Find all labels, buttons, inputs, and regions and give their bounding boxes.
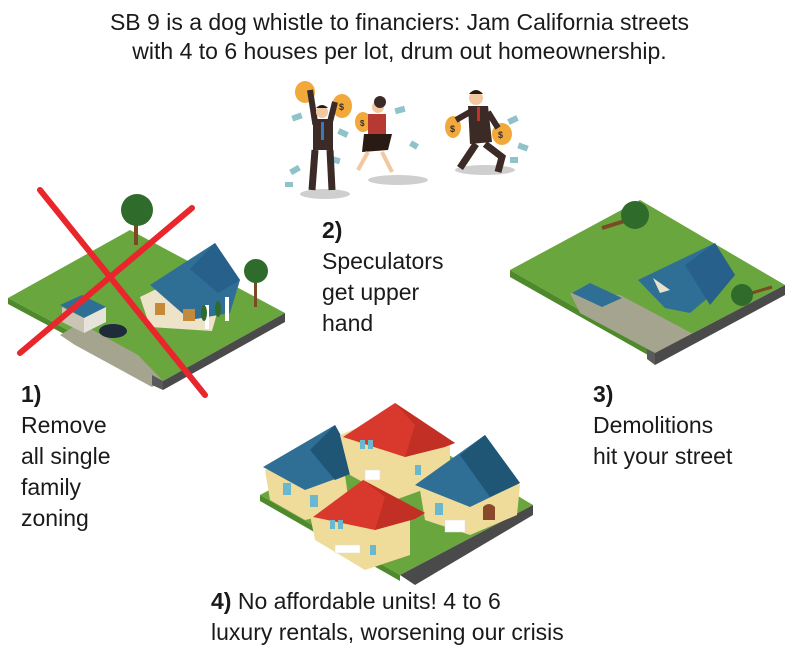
step-1-line-1: Remove [21, 412, 107, 438]
tree-icon [244, 259, 268, 307]
step-4-line-1: No affordable units! 4 to 6 [237, 588, 501, 614]
step-1-number: 1) [21, 381, 42, 407]
demolished-lot-illustration [510, 200, 785, 365]
step-2-line-2: get upper [322, 279, 420, 305]
speculator-man-2: $ $ [445, 90, 512, 173]
svg-text:$: $ [339, 102, 344, 112]
step-3-number: 3) [593, 381, 614, 407]
headline-line-2: with 4 to 6 houses per lot, drum out hom… [132, 38, 667, 64]
four-luxury-houses-illustration [260, 403, 533, 585]
svg-text:$: $ [450, 124, 455, 134]
fence-icon [444, 519, 466, 533]
step-2-line-3: hand [322, 310, 374, 336]
fence-icon [364, 469, 381, 481]
step-1-caption: 1) Remove all single family zoning [21, 379, 111, 534]
step-3-caption: 3) Demolitions hit your street [593, 379, 732, 472]
step-1-line-2: all single [21, 443, 111, 469]
speculator-woman: $ $ [355, 96, 394, 173]
step-4-number: 4) [211, 588, 232, 614]
step-4-line-2: luxury rentals, worsening our crisis [211, 619, 564, 645]
step-2-number: 2) [322, 217, 343, 243]
step-1-line-3: family [21, 474, 82, 500]
tree-icon [731, 284, 773, 306]
tree-icon [121, 194, 153, 245]
headline-line-1: SB 9 is a dog whistle to financiers: Jam… [109, 9, 690, 35]
step-2-line-1: Speculators [322, 248, 444, 274]
fence-icon [334, 544, 361, 554]
step-2-caption: 2) Speculators get upper hand [322, 215, 443, 339]
single-family-house-illustration [8, 187, 285, 398]
svg-text:$: $ [360, 119, 365, 128]
step-4-caption: 4) No affordable units! 4 to 6 luxury re… [211, 586, 564, 648]
svg-text:$: $ [498, 130, 503, 140]
car-icon [99, 324, 127, 338]
step-3-line-1: Demolitions [593, 412, 714, 438]
headline: SB 9 is a dog whistle to financiers: Jam… [0, 8, 799, 66]
speculator-man-1: $ [295, 81, 352, 191]
red-x-cross-icon [17, 187, 208, 398]
speculators-illustration: $ $ $ $ $ [285, 81, 529, 199]
tree-icon [601, 201, 649, 230]
step-3-line-2: hit your street [593, 443, 733, 469]
step-1-line-4: zoning [21, 505, 89, 531]
